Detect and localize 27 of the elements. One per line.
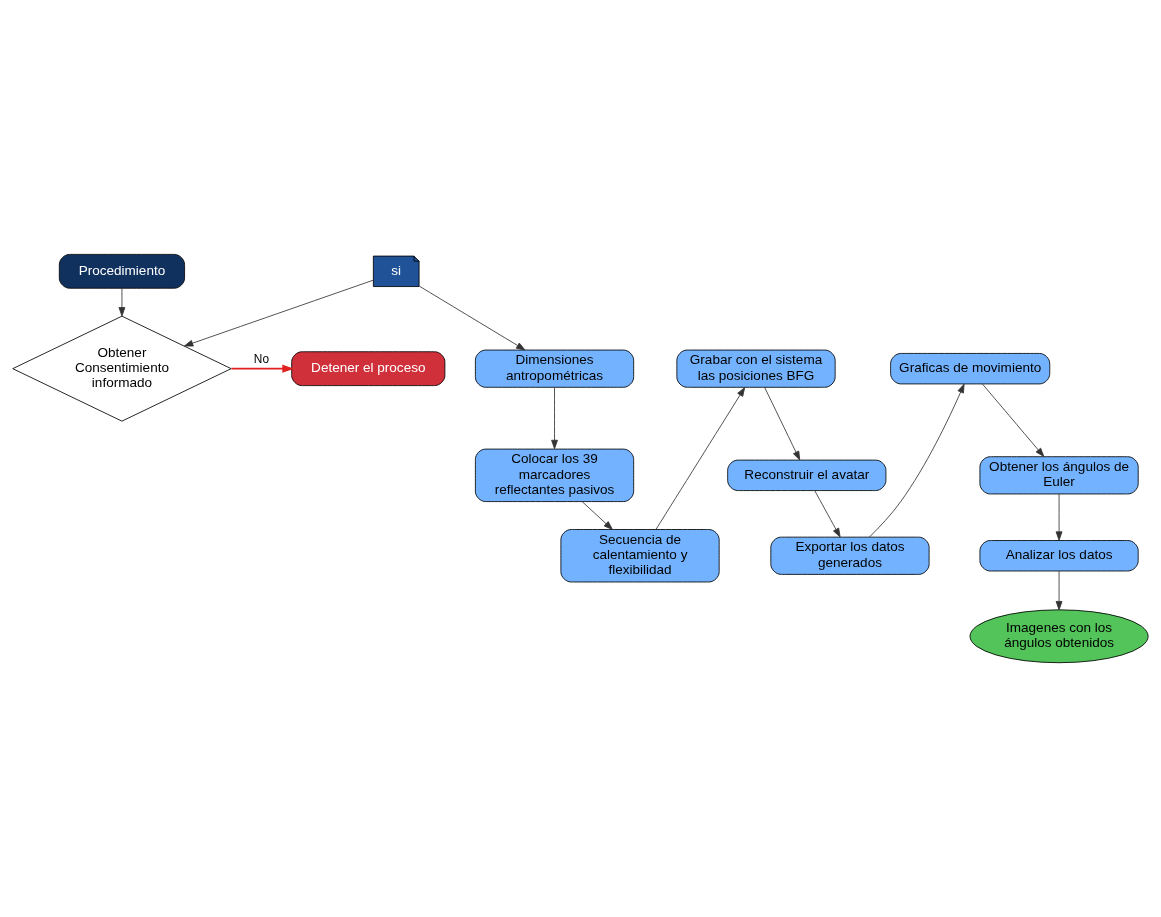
arrow xyxy=(183,279,374,347)
arrow xyxy=(869,383,965,538)
arrow xyxy=(814,490,841,538)
arrow xyxy=(764,386,801,461)
arrow xyxy=(230,364,295,373)
node-box: Exportar los datos generados xyxy=(770,536,930,575)
arrow xyxy=(1055,570,1063,611)
arrow xyxy=(581,501,613,530)
node-box: Analizar los datos xyxy=(979,540,1139,572)
node-box: Colocar los 39 marcadores reflectantes pasivos xyxy=(474,448,635,502)
node-box: Secuencia de calentamiento y flexibilidad xyxy=(560,529,720,583)
node-box: Procedimiento xyxy=(58,253,185,289)
node-diamond: Obtener Consentimiento informado xyxy=(12,315,232,422)
arrow xyxy=(655,387,746,530)
node-box: Grabar con el sistema las posiciones BFG xyxy=(676,349,836,388)
arrow xyxy=(982,383,1045,457)
arrow xyxy=(418,285,526,351)
node-box: Graficas de movimiento xyxy=(890,353,1051,385)
node-box: Obtener los ángulos de Euler xyxy=(979,456,1139,495)
node-ellipse: Imagenes con los ángulos obtenidos xyxy=(969,609,1149,664)
arrow xyxy=(1055,493,1063,541)
node-box: Dimensiones antropométricas xyxy=(474,349,635,388)
node-box: Reconstruir el avatar xyxy=(727,459,887,491)
arrow xyxy=(551,386,558,450)
edge-label: No xyxy=(253,351,269,366)
node-box: Detener el proceso xyxy=(291,351,446,387)
arrow xyxy=(118,287,126,317)
